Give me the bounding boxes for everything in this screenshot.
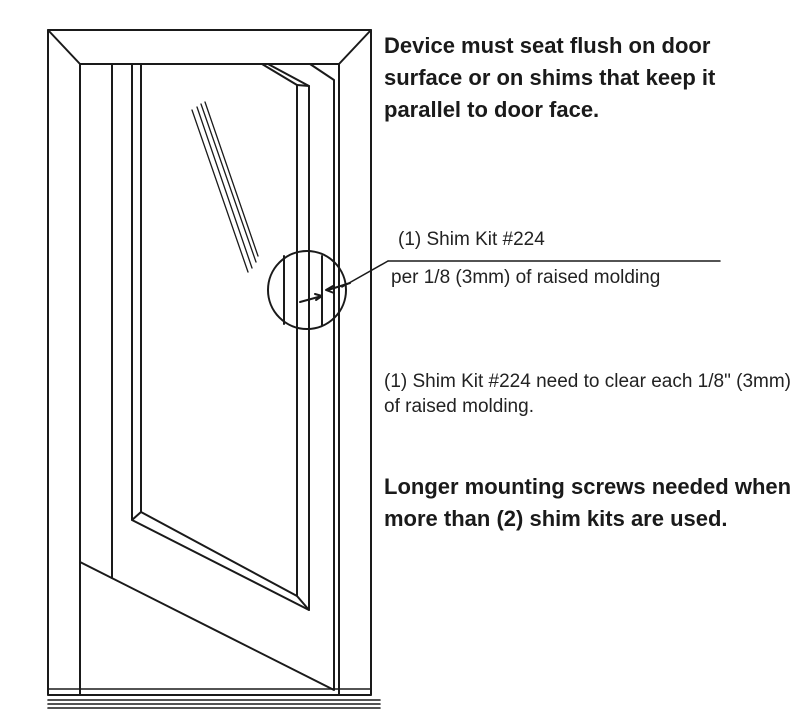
shim-requirement-note: (1) Shim Kit #224 need to clear each 1/8…: [384, 371, 791, 417]
detail-circle: [267, 250, 351, 330]
flush-mount-note: Device must seat flush on door surface o…: [384, 33, 716, 122]
door-leaf: [79, 63, 335, 691]
leader-line: [341, 260, 721, 288]
glass-panel: [131, 63, 310, 611]
shim-callout-detail: per 1/8 (3mm) of raised molding: [391, 267, 661, 288]
longer-screws-note: Longer mounting screws needed when more …: [384, 474, 792, 531]
threshold: [47, 688, 381, 709]
shim-callout-label: (1) Shim Kit #224: [398, 229, 545, 250]
glass-reflection: [191, 101, 259, 273]
